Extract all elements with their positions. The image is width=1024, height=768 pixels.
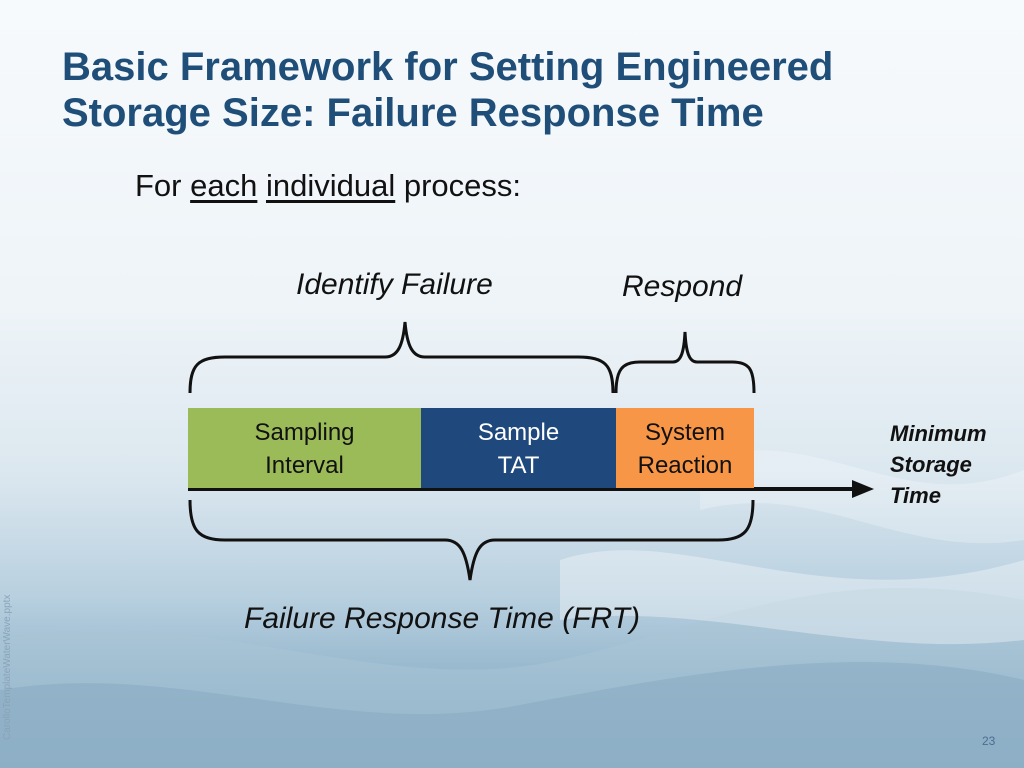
intro-text: For each individual process: [135,168,521,204]
sampling-interval-box: Sampling Interval [188,408,421,488]
frt-label: Failure Response Time (FRT) [244,602,640,635]
frt-brace [188,499,755,581]
sampling-interval-label: Sampling Interval [254,419,355,479]
intro-individual: individual [265,168,396,203]
intro-suffix: process: [395,168,522,203]
template-filename: CarolloTemplateWaterWave.pptx [2,594,13,740]
system-reaction-box: System Reaction [616,408,754,488]
sample-tat-box: Sample TAT [421,408,616,488]
slide-title: Basic Framework for Setting Engineered S… [62,45,834,135]
minimum-storage-time-label: Minimum Storage Time [890,421,987,508]
identify-failure-label: Identify Failure [296,268,493,301]
sample-tat-label: Sample TAT [477,419,560,479]
system-reaction-label: System Reaction [637,419,733,479]
intro-each: each [190,168,258,203]
respond-brace [614,331,756,394]
intro-prefix: For [135,168,191,203]
respond-label: Respond [622,270,743,303]
timeline-arrow-head [852,480,874,498]
identify-brace [188,321,615,394]
page-number: 23 [982,734,996,748]
